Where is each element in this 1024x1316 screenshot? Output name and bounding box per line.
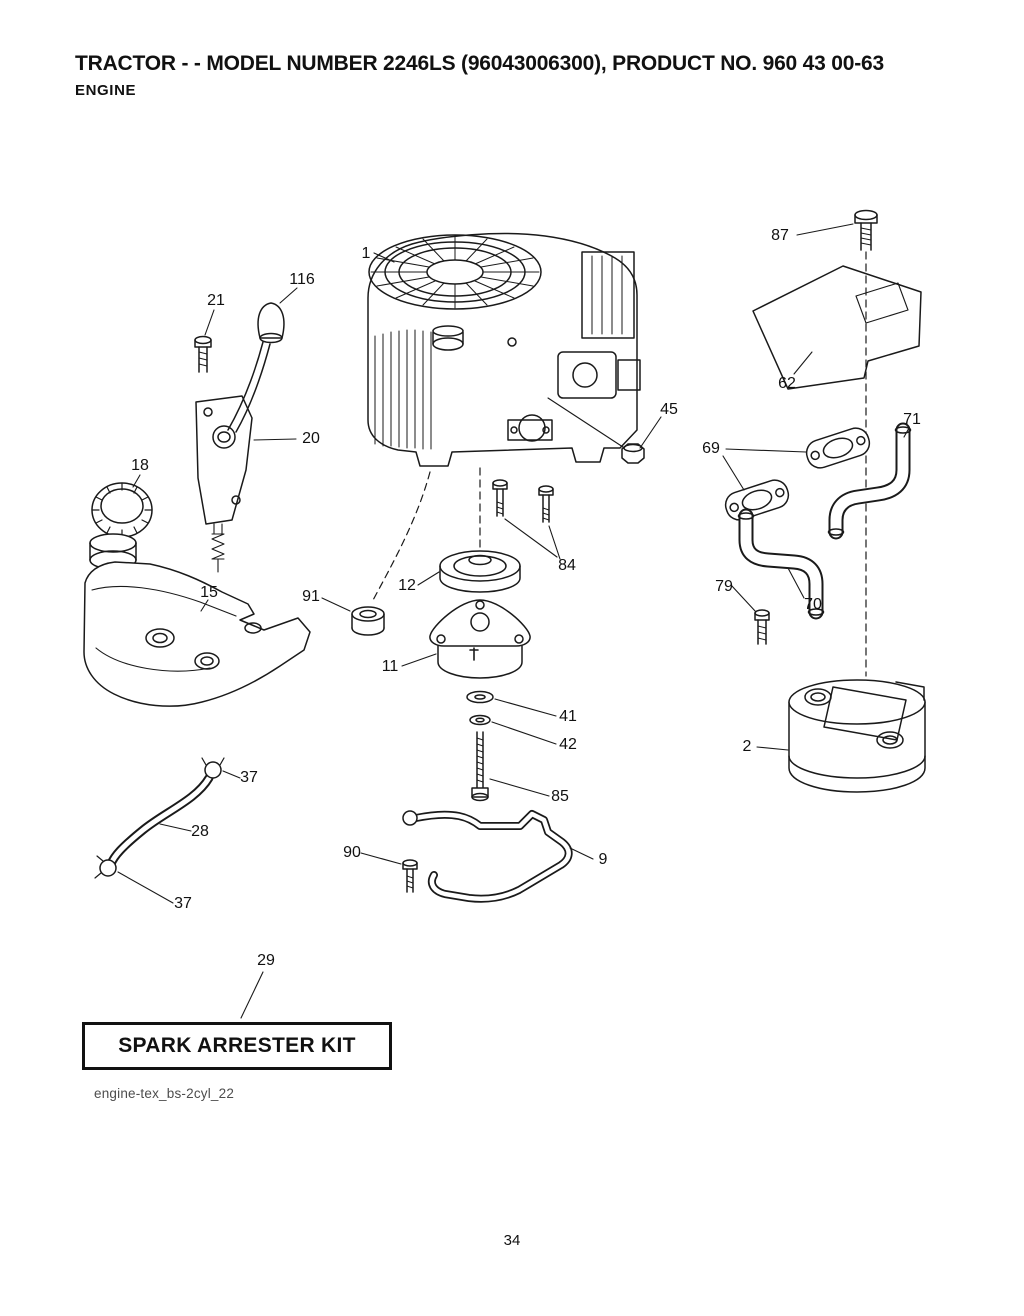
part-bolt-85 [471,731,489,802]
callout-62: 62 [778,375,796,392]
part-washer-41 [466,690,494,704]
part-knob-116 [257,302,285,344]
part-washer-42 [469,714,491,726]
part-engine [367,232,641,467]
part-bolt-21 [194,335,212,373]
callout-87: 87 [771,227,789,244]
fan-screen-spokes [370,235,540,309]
callout-90: 90 [343,844,361,861]
part-pulley-12 [439,550,521,593]
callout-45: 45 [660,401,678,418]
callout-1: 1 [362,245,371,262]
callout-70: 70 [804,596,822,613]
spark-arrester-kit-box: SPARK ARRESTER KIT [82,1022,392,1070]
part-pipe-70 [737,508,825,620]
callout-11: 11 [382,658,399,675]
part-pipe-71 [827,422,912,540]
callout-37-lower: 37 [174,895,192,912]
part-screw-87 [854,209,878,251]
callout-29: 29 [257,952,275,969]
callout-116: 116 [289,271,315,288]
part-clamp-37-lower [94,855,117,879]
callout-18: 18 [131,457,149,474]
part-bolt-90 [402,859,418,893]
callout-2: 2 [743,738,752,755]
callout-69: 69 [702,440,720,457]
engine-details [432,251,641,442]
part-control-bracket-20 [194,302,285,573]
callout-41: 41 [559,708,577,725]
callout-28: 28 [191,823,209,840]
callout-85: 85 [551,788,569,805]
part-heat-shield-62 [752,265,922,390]
leader-lines [117,223,910,1019]
cylinder-fins [374,329,432,450]
page-number: 34 [503,1232,521,1249]
part-bolts-84 [492,479,554,523]
callout-91: 91 [302,588,320,605]
part-clamp-37-upper [201,757,225,779]
callout-79: 79 [715,578,733,595]
cable-spring [211,523,225,573]
part-bolt-79 [754,609,770,645]
page-title: TRACTOR - - MODEL NUMBER 2246LS (9604300… [75,52,884,75]
callout-71: 71 [903,411,921,428]
callout-12: 12 [398,577,416,594]
part-bushing-91 [351,606,385,636]
callouts: 1 116 21 87 62 20 18 45 69 71 84 79 70 1… [131,227,921,969]
part-gaskets-69 [724,427,871,521]
callout-42: 42 [559,736,577,753]
part-fuel-cap-18 [91,482,153,538]
spark-arrester-kit-label: SPARK ARRESTER KIT [118,1034,356,1057]
callout-21: 21 [207,292,225,309]
part-fuel-line-28 [94,757,225,879]
part-nut-45 [547,397,645,464]
part-muffler-2 [788,679,926,793]
figure-code: engine-tex_bs-2cyl_22 [94,1086,235,1101]
dashed-assembly-lines [371,251,867,677]
callout-20: 20 [302,430,320,447]
callout-37-upper: 37 [240,769,258,786]
callout-9: 9 [599,851,608,868]
part-clutch-11 [429,599,531,679]
callout-84: 84 [558,557,576,574]
callout-15: 15 [200,584,218,601]
page-subtitle: ENGINE [75,82,137,99]
part-rod-9 [402,810,573,903]
part-fuel-tank-15 [83,533,311,707]
